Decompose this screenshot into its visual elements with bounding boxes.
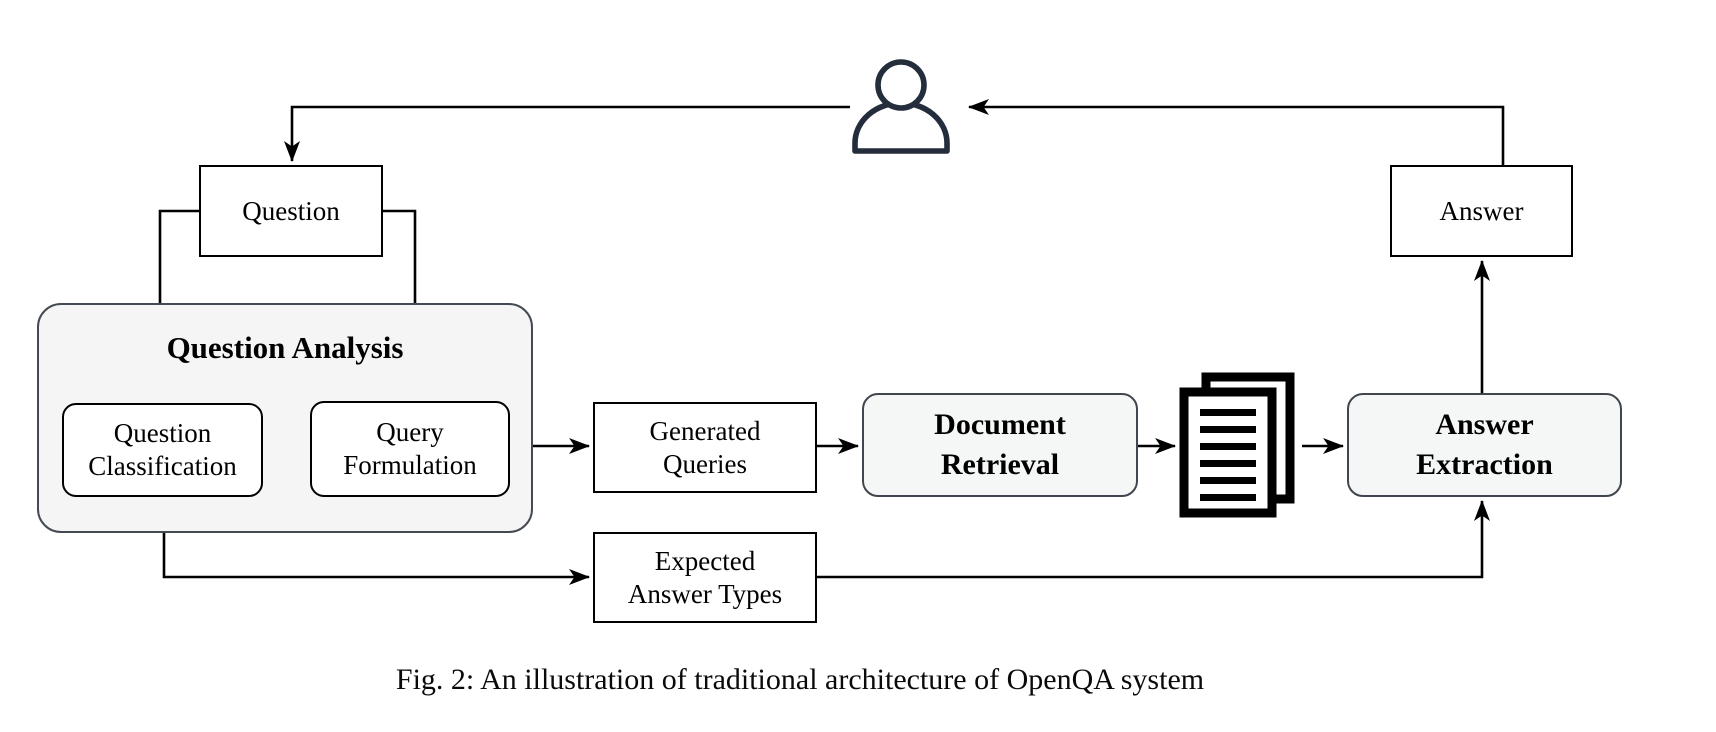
- node-expected-answer-types: Expected Answer Types: [593, 532, 817, 623]
- edge-expected-answer-types-to-answer-extraction: [817, 500, 1490, 579]
- node-generated-queries: Generated Queries: [593, 402, 817, 493]
- node-query-formulation: Query Formulation: [310, 401, 510, 497]
- edge-user-to-question: [284, 105, 850, 162]
- node-question-classification: Question Classification: [62, 403, 263, 497]
- node-question: Question: [199, 165, 383, 257]
- edge-answer-to-user: [968, 99, 1505, 165]
- node-answer-extraction: Answer Extraction: [1347, 393, 1622, 497]
- documents-icon-text-lines: [1200, 409, 1256, 501]
- group-question-analysis-title: Question Analysis: [166, 330, 404, 365]
- node-answer: Answer: [1390, 165, 1573, 257]
- user-icon: [852, 59, 950, 154]
- documents-icon: [1179, 372, 1295, 518]
- user-icon-head: [875, 59, 927, 111]
- figure-caption: Fig. 2: An illustration of traditional a…: [395, 663, 1205, 696]
- node-document-retrieval: Document Retrieval: [862, 393, 1138, 497]
- documents-icon-front-page: [1179, 387, 1277, 518]
